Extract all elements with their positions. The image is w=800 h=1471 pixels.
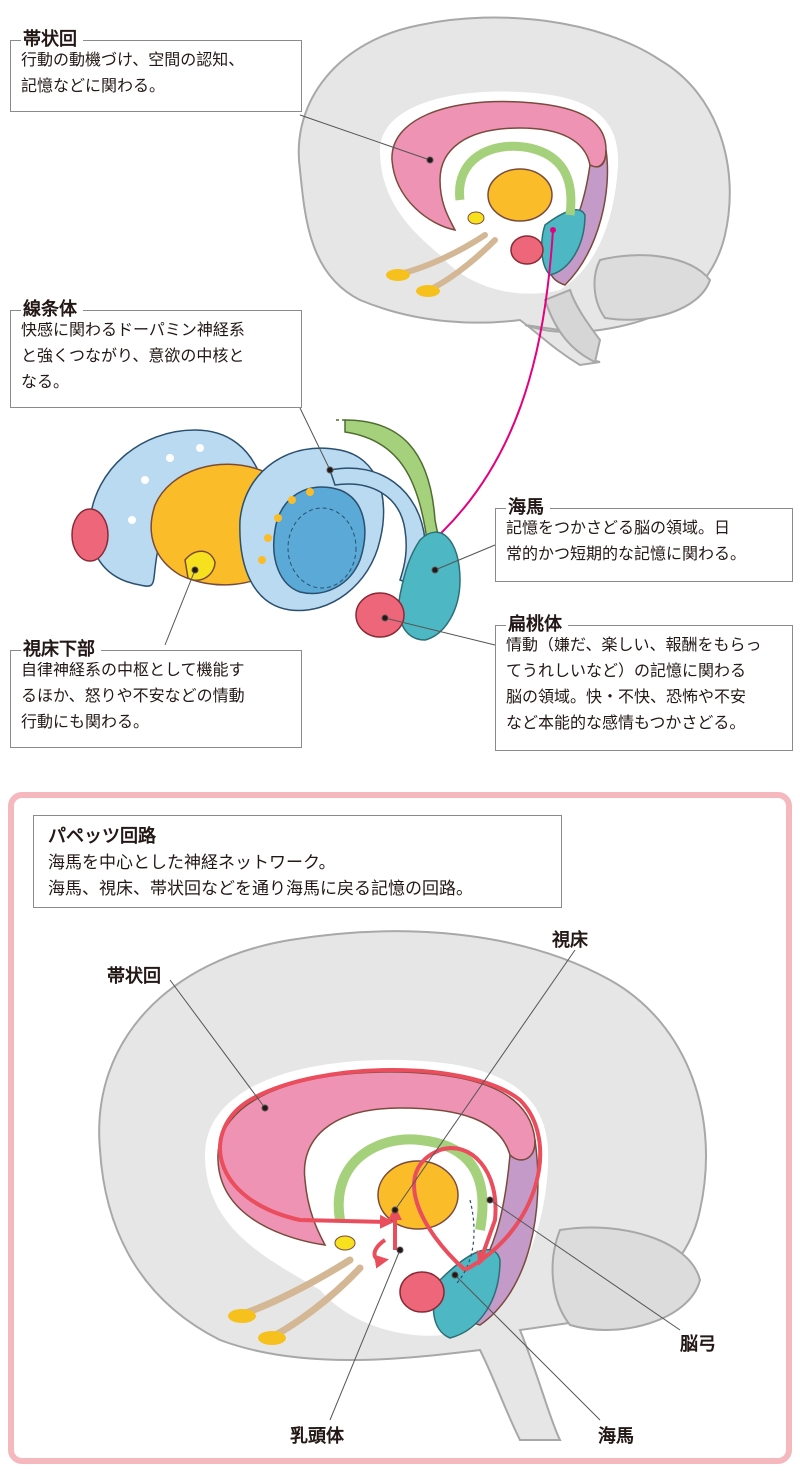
bottom-brain [98,930,707,1441]
bottom-cerebellum [551,1226,702,1331]
top-cingulate [391,100,607,232]
top-brain-stem [543,288,602,364]
papez-title: パペッツ回路 [48,826,156,847]
top-brain [297,16,731,367]
papez-label-thalamus: 視床 [552,930,588,951]
top-bulb [386,269,410,281]
amygdala-label-box: 扁桃体 情動（嫌だ、楽しい、報酬をもらっ てうれしいなど）の記憶に関わる 脳の領… [495,613,793,751]
hippocampus-label-box: 海馬 記憶をつかさどる脳の領域。日 常的かつ短期的な記憶に関わる。 [495,496,793,582]
hypothalamus-body: 自律神経系の中枢として機能す るほか、怒りや不安などの情動 行動にも関わる。 [21,660,245,731]
top-hypothalamus [467,211,485,225]
bottom-amygdala [399,1271,445,1313]
top-amygdala [510,235,544,265]
top-cerebellum [593,254,712,321]
cingulate-body: 行動の動機づけ、空間の認知、 記憶などに関わる。 [21,50,245,95]
cingulate-title: 帯状回 [21,28,83,52]
papez-line-2: 海馬、視床、帯状回などを通り海馬に戻る記憶の回路。 [48,879,473,899]
papez-label-mammillary: 乳頭体 [290,1426,344,1447]
papez-description-box: パペッツ回路 海馬を中心とした神経ネットワーク。 海馬、視床、帯状回などを通り海… [33,815,562,908]
top-connectors [164,114,496,646]
amygdala-body: 情動（嫌だ、楽しい、報酬をもらっ てうれしいなど）の記憶に関わる 脳の領域。快・… [506,635,762,732]
hypothalamus-label-box: 視床下部 自律神経系の中枢として機能す るほか、怒りや不安などの情動 行動にも関… [10,638,302,748]
striatum-title: 線条体 [21,298,83,322]
circuit-loop-cingulate [218,1068,543,1272]
papez-label-fornix: 脳弓 [680,1334,716,1355]
hypothalamus-title: 視床下部 [21,638,101,662]
mid-amygdala [355,592,405,638]
middle-structures [71,419,461,641]
papez-panel [8,792,792,1464]
amygdala-title: 扁桃体 [506,613,568,637]
top-bulb-2 [416,285,440,297]
mid-hypothalamus [184,550,216,582]
striatum-label-box: 線条体 快感に関わるドーパミン神経系 と強くつながり、意欲の中核と なる。 [10,298,302,408]
bottom-hypothalamus [334,1235,356,1251]
striatum-body: 快感に関わるドーパミン神経系 と強くつながり、意欲の中核と なる。 [21,320,245,391]
hippocampus-title: 海馬 [506,496,550,520]
hippocampus-body: 記憶をつかさどる脳の領域。日 常的かつ短期的な記憶に関わる。 [506,518,747,563]
papez-line-1: 海馬を中心とした神経ネットワーク。 [48,853,336,873]
papez-circuit-arrows [218,1068,543,1272]
mid-hippocampus [398,531,461,641]
circuit-mammillary-up [372,1238,389,1269]
top-fornix [455,141,576,216]
mid-amygdala-left [71,508,109,562]
bottom-fornix [333,1134,488,1231]
papez-label-hippocampus: 海馬 [598,1426,634,1447]
cingulate-label-box: 帯状回 行動の動機づけ、空間の認知、 記憶などに関わる。 [10,28,302,112]
papez-label-cingulate: 帯状回 [107,966,161,987]
hippocampus-pointer-arrow [418,229,554,554]
papez-connectors [169,949,681,1421]
circuit-to-mammillary [412,1146,498,1272]
top-thalamus [487,168,553,222]
